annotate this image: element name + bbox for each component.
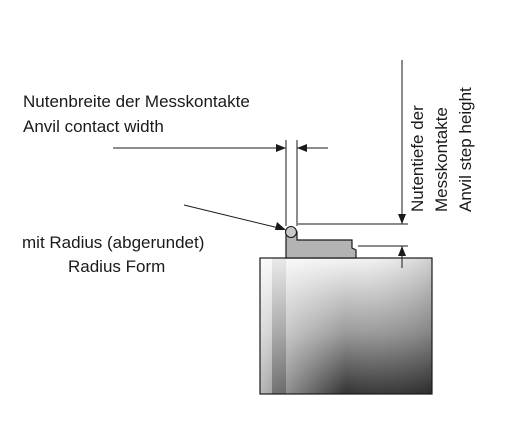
- radius-label-de: mit Radius (abgerundet): [22, 233, 205, 252]
- anvil-step: [284, 225, 357, 259]
- radius-label-en: Radius Form: [68, 257, 166, 276]
- height-dimension: [298, 60, 408, 268]
- depth-label-de-line2: Messkontakte: [432, 107, 451, 212]
- depth-label-de-line1: Nutentiefe der: [408, 105, 427, 212]
- radius-leader: [183, 204, 286, 230]
- anvil-body: [259, 257, 433, 395]
- depth-label-en: Anvil step height: [456, 87, 475, 212]
- width-dimension: [113, 140, 328, 226]
- width-label-de: Nutenbreite der Messkontakte: [23, 92, 250, 111]
- width-label-en: Anvil contact width: [23, 117, 164, 136]
